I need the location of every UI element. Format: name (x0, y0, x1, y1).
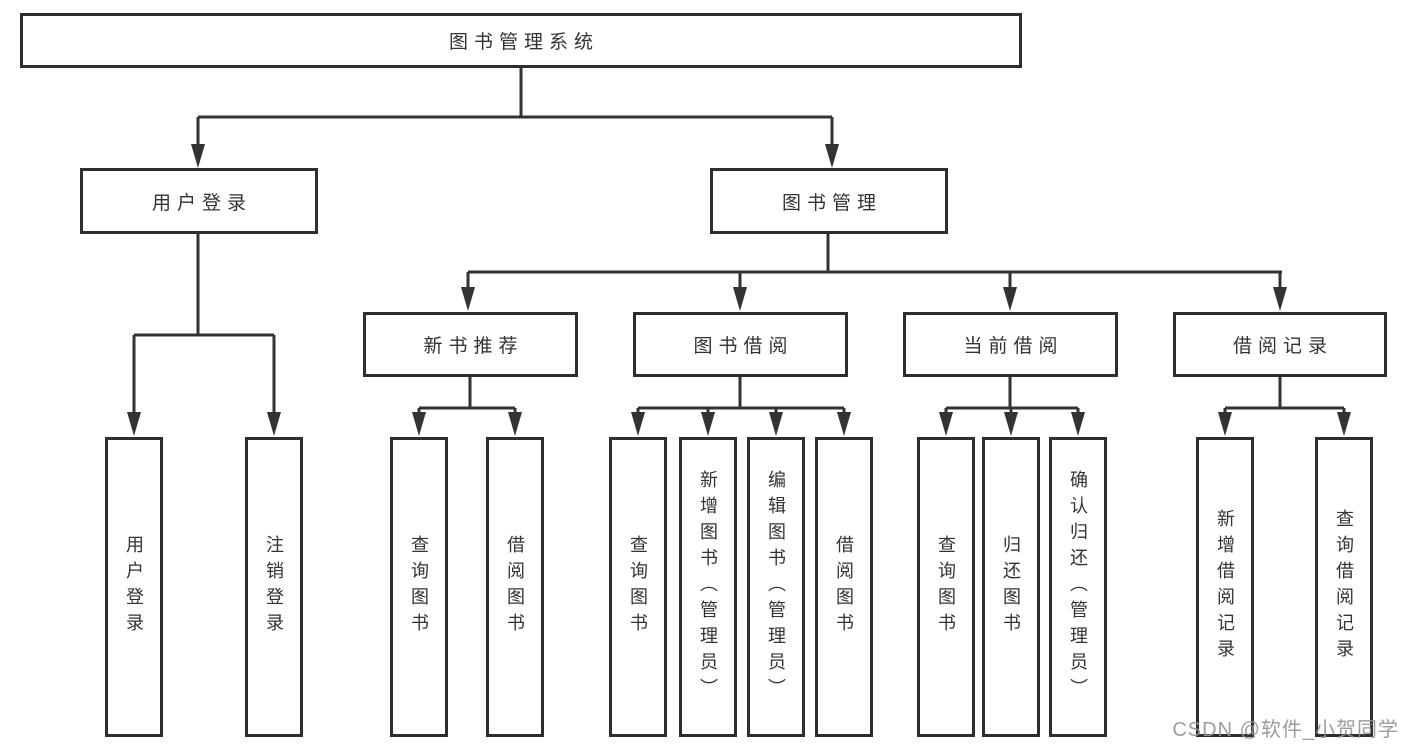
node-label: 新增借阅记录 (1215, 509, 1235, 665)
node-label: 注销登录 (264, 535, 284, 639)
node-label: 借阅图书 (834, 535, 854, 639)
node-label: 归还图书 (1001, 535, 1021, 639)
node-new-book-recommend: 新书推荐 (363, 312, 578, 377)
node-label: 新增图书（管理员） (698, 470, 718, 704)
node-user-login: 用户登录 (80, 168, 318, 234)
node-label: 查询图书 (628, 535, 648, 639)
node-label: 查询图书 (936, 535, 956, 639)
node-query-books-recommend: 查询图书 (390, 437, 448, 737)
node-label: 图书管理 (781, 192, 882, 214)
node-query-books-current: 查询图书 (917, 437, 975, 737)
node-borrow-books-recommend: 借阅图书 (486, 437, 544, 737)
csdn-watermark: CSDN @软件_小贺同学 (1172, 719, 1399, 741)
node-label: 用户登录 (124, 535, 144, 639)
node-label: 查询图书 (409, 535, 429, 639)
node-label: 编辑图书（管理员） (766, 470, 786, 704)
node-label: 确认归还（管理员） (1068, 470, 1088, 704)
node-add-books-admin: 新增图书（管理员） (679, 437, 737, 737)
node-add-borrow-record: 新增借阅记录 (1196, 437, 1254, 737)
node-query-borrow-record: 查询借阅记录 (1315, 437, 1373, 737)
node-label: 查询借阅记录 (1334, 509, 1354, 665)
node-label: 借阅图书 (505, 535, 525, 639)
node-confirm-return-admin: 确认归还（管理员） (1049, 437, 1107, 737)
node-user-login-leaf: 用户登录 (105, 437, 163, 737)
node-label: 用户登录 (151, 192, 252, 214)
node-borrow-books-leaf: 借阅图书 (815, 437, 873, 737)
node-label: 当前借阅 (963, 336, 1064, 357)
node-label: 借阅记录 (1232, 336, 1333, 357)
node-book-borrow: 图书借阅 (633, 312, 848, 377)
node-borrow-records: 借阅记录 (1173, 312, 1387, 377)
node-label: 图书借阅 (693, 336, 794, 357)
node-book-management: 图书管理 (710, 168, 948, 234)
node-library-management-system: 图书管理系统 (20, 13, 1022, 68)
node-label: 新书推荐 (423, 336, 524, 357)
node-edit-books-admin: 编辑图书（管理员） (747, 437, 805, 737)
node-current-borrow: 当前借阅 (903, 312, 1118, 377)
node-query-books-borrow: 查询图书 (609, 437, 667, 737)
node-label: 图书管理系统 (448, 32, 599, 53)
node-logout: 注销登录 (245, 437, 303, 737)
node-return-books: 归还图书 (982, 437, 1040, 737)
